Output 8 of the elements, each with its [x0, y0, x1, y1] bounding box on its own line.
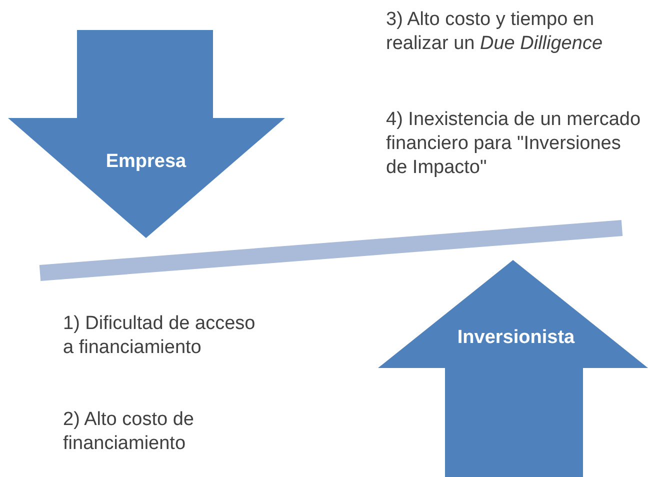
arrow-label: Empresa	[106, 151, 186, 173]
up-arrow	[378, 260, 648, 477]
note-text: 2) Alto costo de financiamiento	[63, 408, 195, 456]
note-text: 1) Dificultad de acceso a financiamiento	[63, 312, 256, 360]
arrow-label: Inversionista	[457, 327, 575, 349]
note-text: 3) Alto costo y tiempo en realizar un Due Dilligence	[386, 8, 604, 56]
down-arrow	[8, 30, 285, 238]
note-text: 4) Inexistencia de un mercado financiero para "Inversiones de Impacto"	[386, 108, 641, 180]
